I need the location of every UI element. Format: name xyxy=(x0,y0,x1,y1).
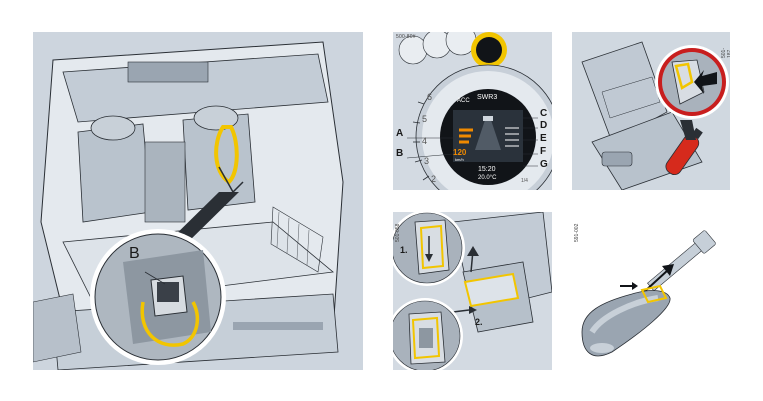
cluster-callout-b: B xyxy=(396,148,404,159)
key-figure-code: 591-002 xyxy=(574,223,580,242)
gauge-number-2: 2 xyxy=(431,174,437,184)
console-step-1: 1. xyxy=(400,245,408,255)
display-time: 15:20 xyxy=(478,166,496,173)
cluster-drawing xyxy=(393,32,552,190)
seat-drawing xyxy=(572,32,730,190)
display-function: ACC xyxy=(457,98,470,104)
fuel-marks: 1/4 xyxy=(521,178,528,184)
cluster-callout-e: E xyxy=(540,133,547,144)
trunk-callout-b: B xyxy=(129,245,140,262)
display-temperature: 20.0°C xyxy=(478,175,497,181)
display-title: SWR3 xyxy=(477,94,498,101)
cluster-callout-f: F xyxy=(540,146,547,157)
cluster-callout-d: D xyxy=(540,120,548,131)
cluster-callout-a: A xyxy=(396,128,404,139)
gauge-number-4: 4 xyxy=(422,136,428,146)
cluster-callout-g: G xyxy=(540,159,548,170)
cluster-illustration: 500-80# A B C D E F G 6 5 4 3 2 SWR3 ACC… xyxy=(393,32,552,190)
key-drawing xyxy=(572,212,730,370)
trunk-drawing xyxy=(33,32,363,370)
trunk-illustration: B xyxy=(33,32,363,370)
console-step-2: 2. xyxy=(475,317,483,327)
display-speed-value: 120 xyxy=(453,148,467,157)
console-illustration: 501-058 1. 2. xyxy=(393,212,552,370)
cluster-figure-code: 500-80# xyxy=(396,34,416,40)
console-figure-code: 501-058 xyxy=(395,223,401,242)
gauge-number-3: 3 xyxy=(424,156,430,166)
key-illustration: 591-002 xyxy=(572,212,730,370)
console-drawing xyxy=(393,212,552,370)
seat-figure-code: 501-187 xyxy=(721,47,730,58)
seat-illustration: 501-187 xyxy=(572,32,730,190)
cluster-callout-c: C xyxy=(540,108,548,119)
display-speed-unit: km/h xyxy=(455,157,464,162)
gauge-number-6: 6 xyxy=(427,92,433,102)
gauge-number-5: 5 xyxy=(422,114,428,124)
